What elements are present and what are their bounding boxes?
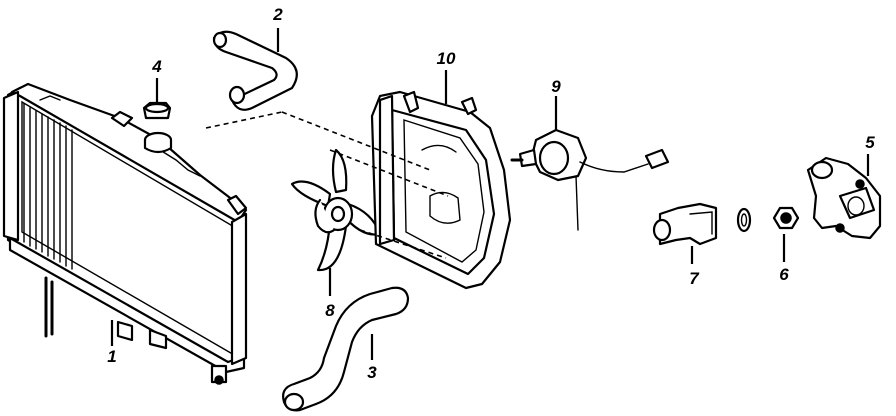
fan-shroud bbox=[370, 90, 512, 290]
callout-7: 7 bbox=[689, 269, 700, 288]
radiator-filler-neck bbox=[143, 131, 173, 154]
callout-5: 5 bbox=[865, 133, 875, 152]
callout-2: 2 bbox=[272, 5, 283, 24]
callout-10: 10 bbox=[437, 49, 456, 68]
leader-lines bbox=[110, 28, 870, 360]
thermostat bbox=[772, 206, 800, 230]
upper-radiator-hose bbox=[212, 30, 298, 111]
outlet-gasket bbox=[736, 207, 752, 233]
radiator bbox=[2, 82, 248, 385]
radiator-cap bbox=[142, 101, 172, 120]
callout-1: 1 bbox=[107, 347, 116, 366]
cooling-fan bbox=[290, 148, 382, 272]
water-outlet bbox=[652, 202, 718, 246]
callout-4: 4 bbox=[151, 57, 162, 76]
fan-motor bbox=[510, 128, 670, 231]
callout-6: 6 bbox=[779, 265, 789, 284]
water-inlet-housing bbox=[806, 156, 882, 240]
callout-9: 9 bbox=[551, 77, 561, 96]
callout-labels: 1 2 3 4 5 6 7 8 9 10 bbox=[107, 5, 875, 382]
assembly-guide-lines bbox=[205, 111, 449, 259]
callout-8: 8 bbox=[325, 301, 335, 320]
callout-3: 3 bbox=[367, 363, 377, 382]
lower-radiator-hose bbox=[282, 286, 410, 412]
